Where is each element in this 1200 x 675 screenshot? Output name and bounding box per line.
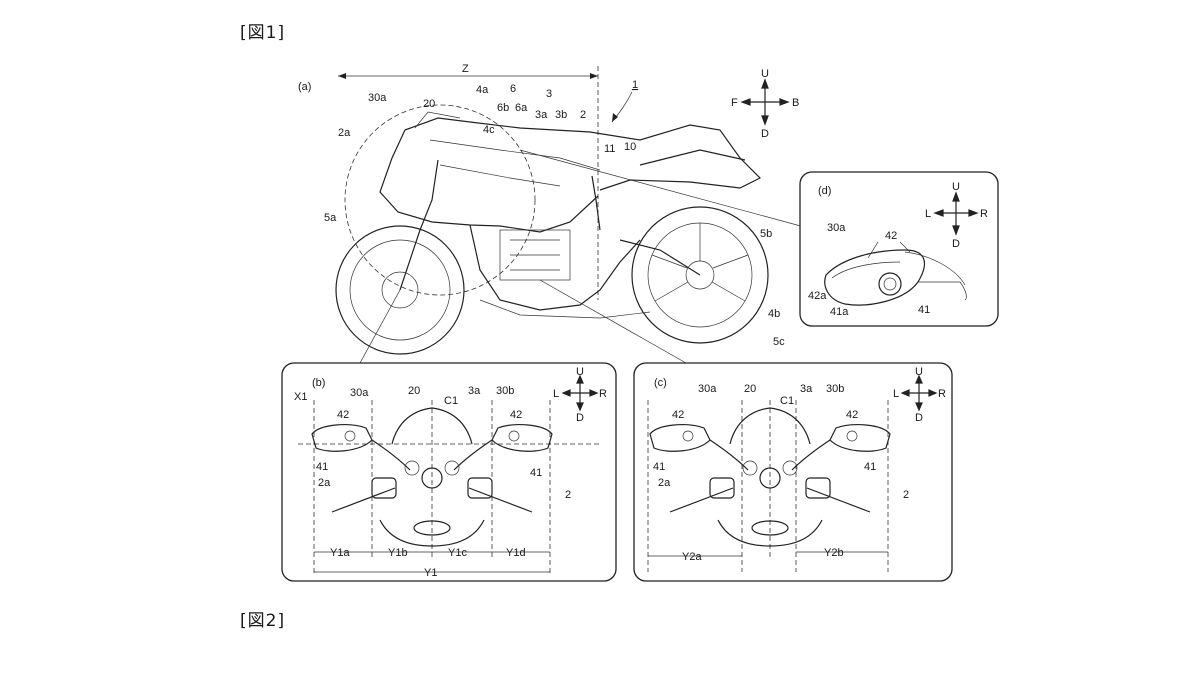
d-label-41: 41 xyxy=(918,304,930,316)
subfigure-c-label: (c) xyxy=(654,377,667,389)
subfigure-d-mirror-detail: (d) U D L R 30a 42 42a 41a 41 xyxy=(800,172,998,326)
ref-1-arrowhead xyxy=(612,113,618,122)
b-label-c1: C1 xyxy=(444,395,458,407)
a-label-6: 6 xyxy=(510,83,516,95)
b-dim-y1b: Y1b xyxy=(388,547,408,559)
subfigure-b-label: (b) xyxy=(312,377,325,389)
dir-a-up: U xyxy=(761,68,769,80)
a-label-3a: 3a xyxy=(535,109,548,121)
b-label-2a: 2a xyxy=(318,477,331,489)
b-label-30a: 30a xyxy=(350,387,369,399)
b-label-41-right: 41 xyxy=(530,467,542,479)
a-label-4c: 4c xyxy=(483,124,495,136)
b-label-41-left: 41 xyxy=(316,461,328,473)
dir-a-front: F xyxy=(731,97,738,109)
a-label-2: 2 xyxy=(580,109,586,121)
dir-d-down: D xyxy=(952,238,960,250)
b-dim-y1d: Y1d xyxy=(506,547,526,559)
c-label-42-right: 42 xyxy=(846,409,858,421)
seat-line xyxy=(640,150,745,165)
subfigure-a-label: (a) xyxy=(298,81,311,93)
ref-1-label: 1 xyxy=(632,79,638,91)
subfigure-d-label: (d) xyxy=(818,185,831,197)
b-dim-y1c: Y1c xyxy=(448,547,467,559)
b-label-42-left: 42 xyxy=(337,409,349,421)
fairing-line xyxy=(440,165,560,186)
c-label-2: 2 xyxy=(903,489,909,501)
a-label-5b: 5b xyxy=(760,228,772,240)
z-arrow-left xyxy=(338,73,346,79)
d-label-41a: 41a xyxy=(830,306,849,318)
dir-c-left: L xyxy=(893,388,899,400)
a-label-5a: 5a xyxy=(324,212,337,224)
b-label-42-right: 42 xyxy=(510,409,522,421)
subfigure-c-front-view: (c) U D L R 30a 20 C1 3a 30b 4 xyxy=(634,363,952,581)
tank-line xyxy=(430,140,600,170)
a-label-11: 11 xyxy=(604,143,615,155)
a-label-3b: 3b xyxy=(555,109,567,121)
dir-b-down: D xyxy=(576,412,584,424)
dir-b-left: L xyxy=(553,388,559,400)
frame-line xyxy=(592,176,600,230)
a-label-4b: 4b xyxy=(768,308,780,320)
a-label-30a: 30a xyxy=(368,92,387,104)
c-label-30b: 30b xyxy=(826,383,844,395)
d-label-42a: 42a xyxy=(808,290,827,302)
dir-d-left: L xyxy=(925,208,931,220)
zoom-circle-outline xyxy=(345,105,535,295)
a-label-4a: 4a xyxy=(476,84,489,96)
engine-details xyxy=(510,240,560,270)
b-dim-y1a: Y1a xyxy=(330,547,350,559)
c-dim-y2b: Y2b xyxy=(824,547,844,559)
leader-to-d xyxy=(520,150,808,228)
dir-a-back: B xyxy=(792,97,799,109)
subfigure-b-front-view: (b) U D L R X1 30a 20 xyxy=(282,363,616,581)
a-label-3: 3 xyxy=(546,88,552,100)
c-dim-y2a: Y2a xyxy=(682,551,702,563)
a-label-5c: 5c xyxy=(773,336,785,348)
dir-b-up: U xyxy=(576,366,584,378)
b-label-20: 20 xyxy=(408,385,420,397)
c-label-c1: C1 xyxy=(780,395,794,407)
front-fairing-outline xyxy=(380,130,598,232)
a-label-2a: 2a xyxy=(338,127,351,139)
c-label-3a: 3a xyxy=(800,383,813,395)
c-label-30a: 30a xyxy=(698,383,717,395)
front-fork xyxy=(400,160,438,290)
leader-to-c xyxy=(540,280,686,363)
a-label-6b: 6b xyxy=(497,102,509,114)
dir-c-right: R xyxy=(938,388,946,400)
d-label-30a: 30a xyxy=(827,222,846,234)
b-label-2: 2 xyxy=(565,489,571,501)
c-label-41-right: 41 xyxy=(864,461,876,473)
upper-body-outline xyxy=(405,118,760,190)
direction-indicator-a xyxy=(742,80,788,124)
a-label-6a: 6a xyxy=(515,102,528,114)
dir-b-right: R xyxy=(599,388,607,400)
dir-c-down: D xyxy=(915,412,923,424)
a-label-20: 20 xyxy=(423,98,435,110)
z-label: Z xyxy=(462,63,469,75)
dir-d-up: U xyxy=(952,181,960,193)
b-label-30b: 30b xyxy=(496,385,514,397)
z-arrow-right xyxy=(590,73,598,79)
b-dim-y1: Y1 xyxy=(424,567,437,579)
exhaust-line xyxy=(480,300,650,318)
dir-d-right: R xyxy=(980,208,988,220)
subfigure-a-side-view: (a) Z 1 xyxy=(298,63,808,363)
b-label-3a: 3a xyxy=(468,385,481,397)
c-label-41-left: 41 xyxy=(653,461,665,473)
a-label-10: 10 xyxy=(624,141,636,153)
dir-a-down: D xyxy=(761,128,769,140)
d-label-42: 42 xyxy=(885,230,897,242)
dir-c-up: U xyxy=(915,366,923,378)
b-label-x1: X1 xyxy=(294,391,307,403)
c-label-20: 20 xyxy=(744,383,756,395)
c-label-2a: 2a xyxy=(658,477,671,489)
engine-outline xyxy=(470,225,640,310)
c-label-42-left: 42 xyxy=(672,409,684,421)
